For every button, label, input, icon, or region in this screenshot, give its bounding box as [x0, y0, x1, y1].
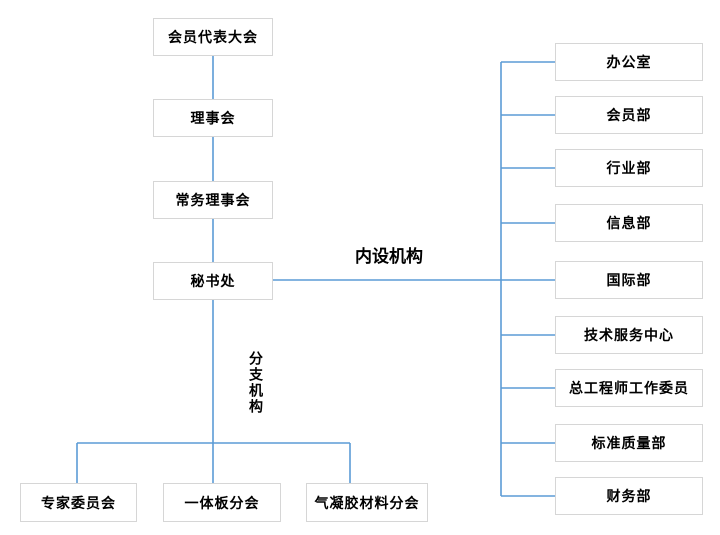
node-secretariat: 秘书处 [153, 262, 273, 300]
node-finance-dept: 财务部 [555, 477, 703, 515]
node-standing-council: 常务理事会 [153, 181, 273, 219]
branch-bodies-label: 分支机构 [248, 351, 264, 415]
node-standards-quality-dept: 标准质量部 [555, 424, 703, 462]
node-expert-committee: 专家委员会 [20, 483, 137, 522]
node-tech-service-center: 技术服务中心 [555, 316, 703, 354]
node-chief-engineer-committee: 总工程师工作委员 [555, 369, 703, 407]
node-international-dept: 国际部 [555, 261, 703, 299]
node-council: 理事会 [153, 99, 273, 137]
node-panel-branch: 一体板分会 [163, 483, 281, 522]
node-information-dept: 信息部 [555, 204, 703, 242]
node-member-assembly: 会员代表大会 [153, 18, 273, 56]
internal-bodies-label: 内设机构 [355, 247, 423, 266]
node-industry-dept: 行业部 [555, 149, 703, 187]
node-membership-dept: 会员部 [555, 96, 703, 134]
node-aerogel-branch: 气凝胶材料分会 [306, 483, 428, 522]
node-office: 办公室 [555, 43, 703, 81]
